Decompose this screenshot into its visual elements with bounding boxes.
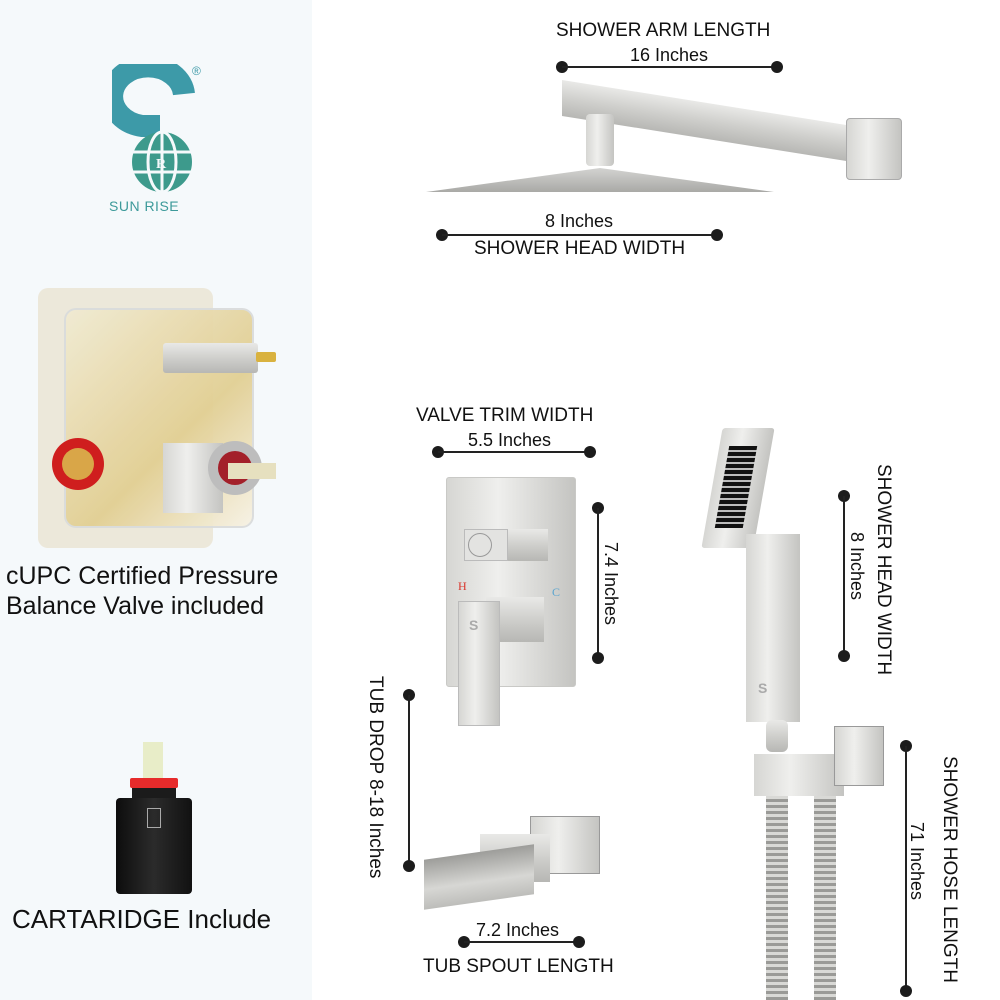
sunrise-logo-icon: R bbox=[101, 55, 195, 194]
valve-trim-width-value: 5.5 Inches bbox=[468, 430, 552, 450]
dimension-dot bbox=[711, 229, 723, 241]
valve-trim-image: H C S bbox=[446, 477, 581, 727]
cartridge-caption: CARTARIDGE Include bbox=[12, 904, 272, 934]
dimension-line bbox=[464, 941, 579, 943]
dimension-line bbox=[442, 234, 717, 236]
dimension-line bbox=[597, 508, 599, 658]
valve-caption-line-2: Balance Valve included bbox=[6, 592, 265, 620]
cartridge-image bbox=[114, 742, 194, 894]
dimension-dot bbox=[838, 650, 850, 662]
registered-mark: ® bbox=[192, 64, 201, 78]
brand-logo: R ® SUN RISE bbox=[101, 55, 202, 214]
valve-trim-width-label: VALVE TRIM WIDTH bbox=[416, 405, 594, 426]
tub-spout-value: 7.2 Inches bbox=[476, 920, 560, 940]
brand-name: SUN RISE bbox=[109, 198, 180, 214]
dimension-dot bbox=[584, 446, 596, 458]
shower-arm-image bbox=[426, 76, 906, 206]
hose-length-label: SHOWER HOSE LENGTH bbox=[939, 756, 960, 983]
dimension-dot bbox=[403, 860, 415, 872]
dimension-line bbox=[408, 695, 410, 865]
valve-caption-line-1: cUPC Certified Pressure bbox=[6, 562, 279, 590]
valve-trim-height-value: 7.4 Inches bbox=[601, 542, 621, 626]
hand-shower-image: S bbox=[701, 424, 888, 1000]
hand-shower-head-value: 8 Inches bbox=[847, 532, 867, 601]
svg-text:R: R bbox=[156, 157, 167, 172]
dimension-line bbox=[843, 496, 845, 656]
hot-label: H bbox=[458, 579, 467, 593]
dimension-line bbox=[438, 451, 590, 453]
cold-label: C bbox=[552, 585, 561, 599]
rain-head-value: 8 Inches bbox=[545, 211, 614, 231]
rain-head-label: SHOWER HEAD WIDTH bbox=[474, 238, 686, 259]
dimension-line bbox=[905, 746, 907, 991]
dimension-dot bbox=[771, 61, 783, 73]
pressure-balance-valve-image bbox=[38, 288, 278, 548]
shower-arm-value: 16 Inches bbox=[630, 45, 709, 65]
dimension-dot bbox=[592, 652, 604, 664]
tub-spout-label: TUB SPOUT LENGTH bbox=[423, 956, 614, 977]
dimension-line bbox=[562, 66, 777, 68]
shower-arm-label: SHOWER ARM LENGTH bbox=[556, 20, 771, 41]
hose-length-value: 71 Inches bbox=[907, 822, 927, 901]
dimension-dot bbox=[900, 985, 912, 997]
tub-spout-image bbox=[420, 812, 602, 912]
dimension-dot bbox=[573, 936, 585, 948]
hand-shower-head-label: SHOWER HEAD WIDTH bbox=[873, 464, 894, 676]
tub-drop-label: TUB DROP 8-18 Inches bbox=[365, 676, 386, 879]
